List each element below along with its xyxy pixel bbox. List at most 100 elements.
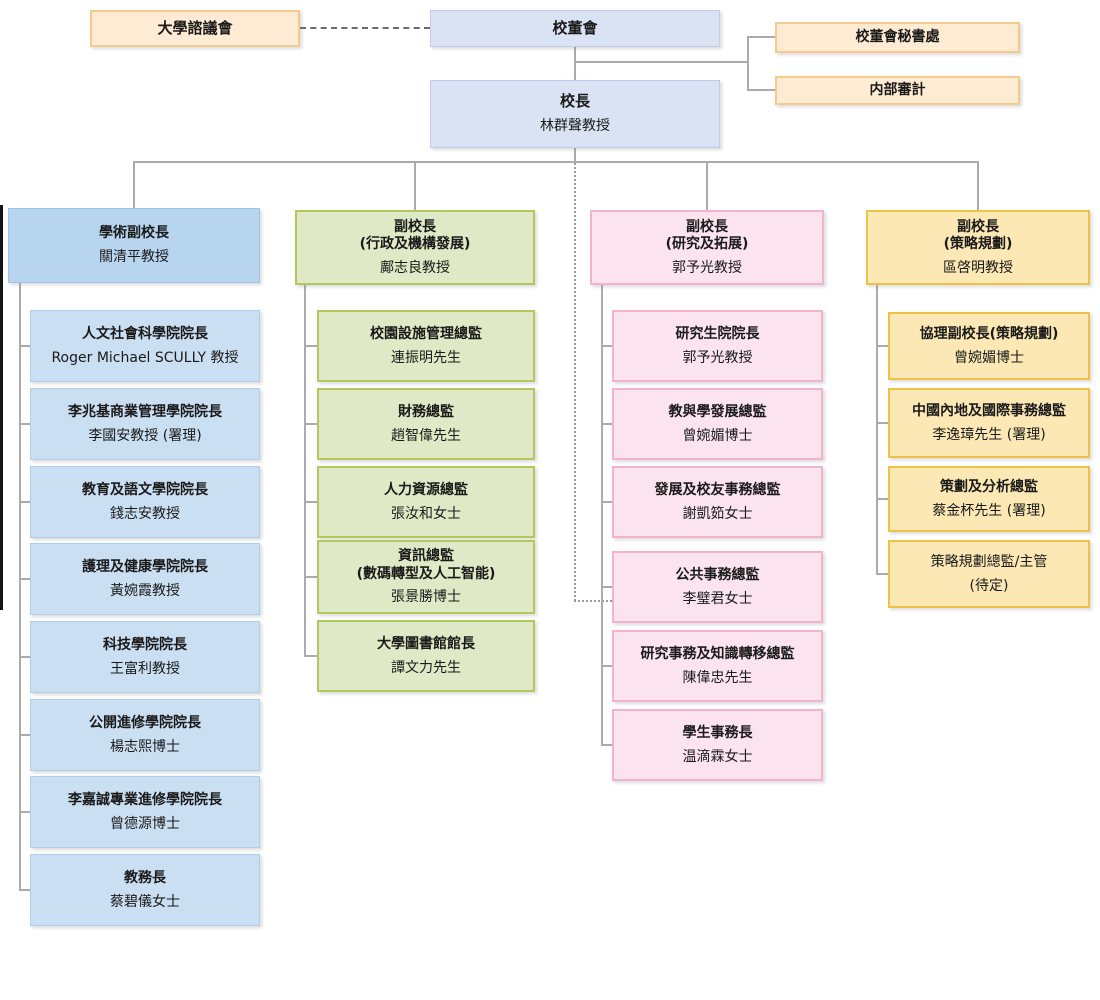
connector-main-horizontal [133, 161, 978, 163]
connector-drop-col1 [133, 161, 135, 208]
col2-item-2-box: 財務總監 趙智偉先生 [317, 388, 535, 460]
col2-item-3-box: 人力資源總監 張汝和女士 [317, 466, 535, 538]
governing-council-box: 校董會 [430, 10, 720, 47]
col1-item-3-name: 錢志安教授 [110, 505, 180, 522]
col2-item-4-title: 資訊總監 [397, 548, 454, 565]
connector-right-branch [747, 36, 749, 90]
spine-col3 [601, 285, 603, 745]
col4-item-4-title: 策略規劃總監/主管 [930, 553, 1048, 570]
col2-item-4-name: 張景勝博士 [391, 589, 461, 606]
vp-admin-title: 副校長 [393, 218, 436, 235]
stub-col3-6 [601, 744, 612, 746]
col3-item-6-box: 學生事務長 温滴霖女士 [612, 709, 823, 781]
stub-col1-5 [19, 656, 30, 658]
col1-item-5-name: 王富利教授 [110, 660, 180, 677]
president-box: 校長 林群聲教授 [430, 80, 720, 148]
president-name: 林群聲教授 [540, 118, 610, 135]
stub-col2-1 [304, 345, 317, 347]
vp-strategic-box: 副校長 (策略規劃) 區啓明教授 [866, 210, 1090, 285]
col3-item-2-box: 教與學發展總監 曾婉媚博士 [612, 388, 823, 460]
col2-item-2-name: 趙智偉先生 [391, 427, 461, 444]
col4-item-1-box: 協理副校長(策略規劃) 曾婉媚博士 [888, 312, 1090, 380]
vp-admin-name: 鄺志良教授 [380, 259, 450, 276]
col1-item-1-title: 人文社會科學院院長 [82, 325, 208, 342]
spine-col4 [876, 285, 878, 574]
col2-item-5-box: 大學圖書館館長 譚文力先生 [317, 620, 535, 692]
connector-drop-col2 [414, 161, 416, 210]
col4-item-3-title: 策劃及分析總監 [940, 478, 1038, 495]
col1-item-2-name: 李國安教授 (署理) [88, 427, 202, 444]
stub-col1-6 [19, 734, 30, 736]
stub-col3-1 [601, 345, 612, 347]
stub-col2-2 [304, 423, 317, 425]
vp-admin-box: 副校長 (行政及機構發展) 鄺志良教授 [295, 210, 535, 285]
col3-item-6-name: 温滴霖女士 [682, 748, 753, 765]
col2-item-1-title: 校園設施管理總監 [370, 325, 482, 342]
col3-item-3-name: 謝凱筎女士 [682, 505, 753, 522]
col2-item-1-name: 連振明先生 [391, 349, 461, 366]
col2-item-4-subtitle: (數碼轉型及人工智能) [356, 565, 496, 582]
col3-item-3-box: 發展及校友事務總監 謝凱筎女士 [612, 466, 823, 538]
vp-research-subtitle: (研究及拓展) [665, 236, 749, 253]
col4-item-3-name: 蔡金杯先生 (署理) [932, 502, 1046, 519]
col2-item-5-name: 譚文力先生 [391, 659, 461, 676]
col1-item-8-title: 教務長 [124, 869, 166, 886]
council-secretariat-box: 校董會秘書處 [775, 22, 1020, 53]
internal-audit-box: 内部審計 [775, 76, 1020, 105]
stub-col1-4 [19, 578, 30, 580]
stub-col4-1 [876, 345, 888, 347]
col1-item-5-title: 科技學院院長 [103, 636, 187, 653]
advisory-council-label: 大學諮議會 [157, 18, 233, 37]
vp-academic-name: 關清平教授 [99, 249, 169, 265]
connector-drop-col3 [706, 161, 708, 210]
col1-item-7-name: 曾德源博士 [110, 815, 180, 832]
col3-item-1-box: 研究生院院長 郭予光教授 [612, 310, 823, 382]
stub-col2-5 [304, 655, 317, 657]
stub-col1-7 [19, 811, 30, 813]
col1-item-3-box: 教育及語文學院院長 錢志安教授 [30, 466, 260, 538]
col4-item-1-title: 協理副校長(策略規劃) [919, 325, 1059, 342]
col1-item-7-title: 李嘉誠專業進修學院院長 [68, 791, 222, 808]
connector-council-right [574, 61, 747, 63]
col2-item-3-name: 張汝和女士 [391, 505, 461, 522]
col4-item-3-box: 策劃及分析總監 蔡金杯先生 (署理) [888, 466, 1090, 532]
council-secretariat-label: 校董會秘書處 [855, 29, 940, 46]
col1-item-4-box: 護理及健康學院院長 黃婉霞教授 [30, 543, 260, 615]
col3-item-5-title: 研究事務及知識轉移總監 [640, 645, 795, 662]
col4-item-2-title: 中國內地及國際事務總監 [912, 402, 1066, 419]
col4-item-1-name: 曾婉媚博士 [954, 349, 1024, 366]
col3-item-6-title: 學生事務長 [682, 724, 753, 741]
connector-advisory-council-dashed [300, 27, 430, 29]
vp-strategic-name: 區啓明教授 [943, 259, 1013, 276]
internal-audit-label: 内部審計 [869, 82, 926, 99]
col1-item-2-title: 李兆基商業管理學院院長 [68, 403, 222, 420]
stub-col1-2 [19, 423, 30, 425]
connector-stub-audit [747, 89, 775, 91]
stub-col4-2 [876, 422, 888, 424]
col3-item-4-name: 李璧君女士 [682, 590, 753, 607]
stub-col1-1 [19, 345, 30, 347]
col4-item-2-name: 李逸璋先生 (署理) [932, 426, 1046, 443]
vp-research-name: 郭予光教授 [672, 259, 742, 276]
col2-item-2-title: 財務總監 [398, 403, 454, 420]
col4-item-2-box: 中國內地及國際事務總監 李逸璋先生 (署理) [888, 388, 1090, 458]
vp-admin-subtitle: (行政及機構發展) [359, 236, 471, 253]
connector-dotted-vertical [574, 163, 576, 601]
col3-item-2-name: 曾婉媚博士 [682, 427, 753, 444]
president-title: 校長 [559, 92, 590, 111]
vp-research-title: 副校長 [685, 218, 728, 235]
col1-item-5-box: 科技學院院長 王富利教授 [30, 621, 260, 693]
vp-academic-box: 學術副校長 關清平教授 [8, 208, 260, 283]
col3-item-1-name: 郭予光教授 [682, 349, 753, 366]
vp-research-box: 副校長 (研究及拓展) 郭予光教授 [590, 210, 824, 285]
stub-col1-3 [19, 501, 30, 503]
col1-item-1-name: Roger Michael SCULLY 教授 [51, 349, 239, 366]
connector-stub-secretariat [747, 36, 775, 38]
stub-col3-3 [601, 501, 612, 503]
col3-item-5-name: 陳偉忠先生 [682, 669, 753, 686]
connector-council-president [574, 47, 576, 80]
connector-president-down [574, 148, 576, 162]
col3-item-1-title: 研究生院院長 [675, 325, 760, 342]
stub-col1-8 [19, 889, 30, 891]
